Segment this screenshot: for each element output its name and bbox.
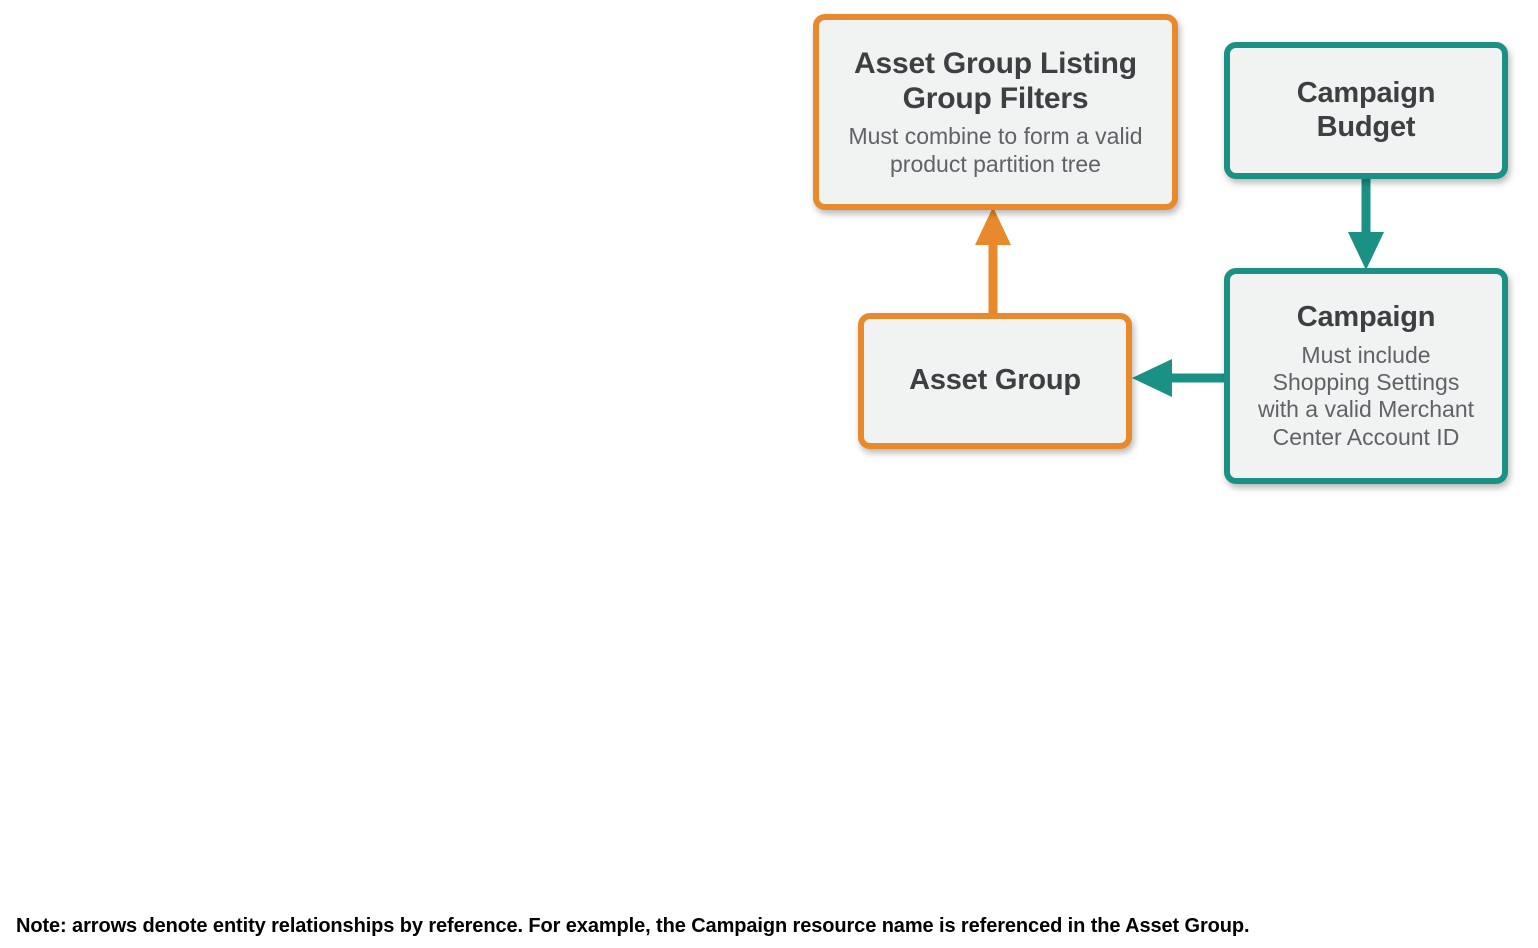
edge-asset-group-to-listing-filters	[975, 207, 1011, 315]
edge-campaign-budget-to-campaign	[1348, 177, 1384, 270]
node-campaign-budget[interactable]: Campaign Budget	[1224, 42, 1508, 179]
node-asset-group-listing-group-filters[interactable]: Asset Group Listing Group Filters Must c…	[813, 14, 1178, 210]
arrowhead-up-orange-icon	[975, 207, 1011, 245]
diagram-footnote: Note: arrows denote entity relationships…	[16, 915, 1250, 937]
node-description: Must include Shopping Settings with a va…	[1257, 342, 1475, 450]
node-title: Campaign	[1296, 301, 1436, 334]
arrowhead-down-teal-icon	[1348, 232, 1384, 270]
node-campaign[interactable]: Campaign Must include Shopping Settings …	[1224, 268, 1508, 484]
node-asset-group[interactable]: Asset Group	[858, 313, 1132, 449]
arrowhead-left-teal-icon	[1132, 359, 1172, 397]
node-description: Must combine to form a valid product par…	[848, 123, 1143, 177]
node-title: Campaign Budget	[1296, 76, 1436, 143]
edge-campaign-to-asset-group	[1132, 359, 1226, 397]
node-title: Asset Group	[909, 364, 1081, 397]
node-title: Asset Group Listing Group Filters	[854, 46, 1137, 115]
